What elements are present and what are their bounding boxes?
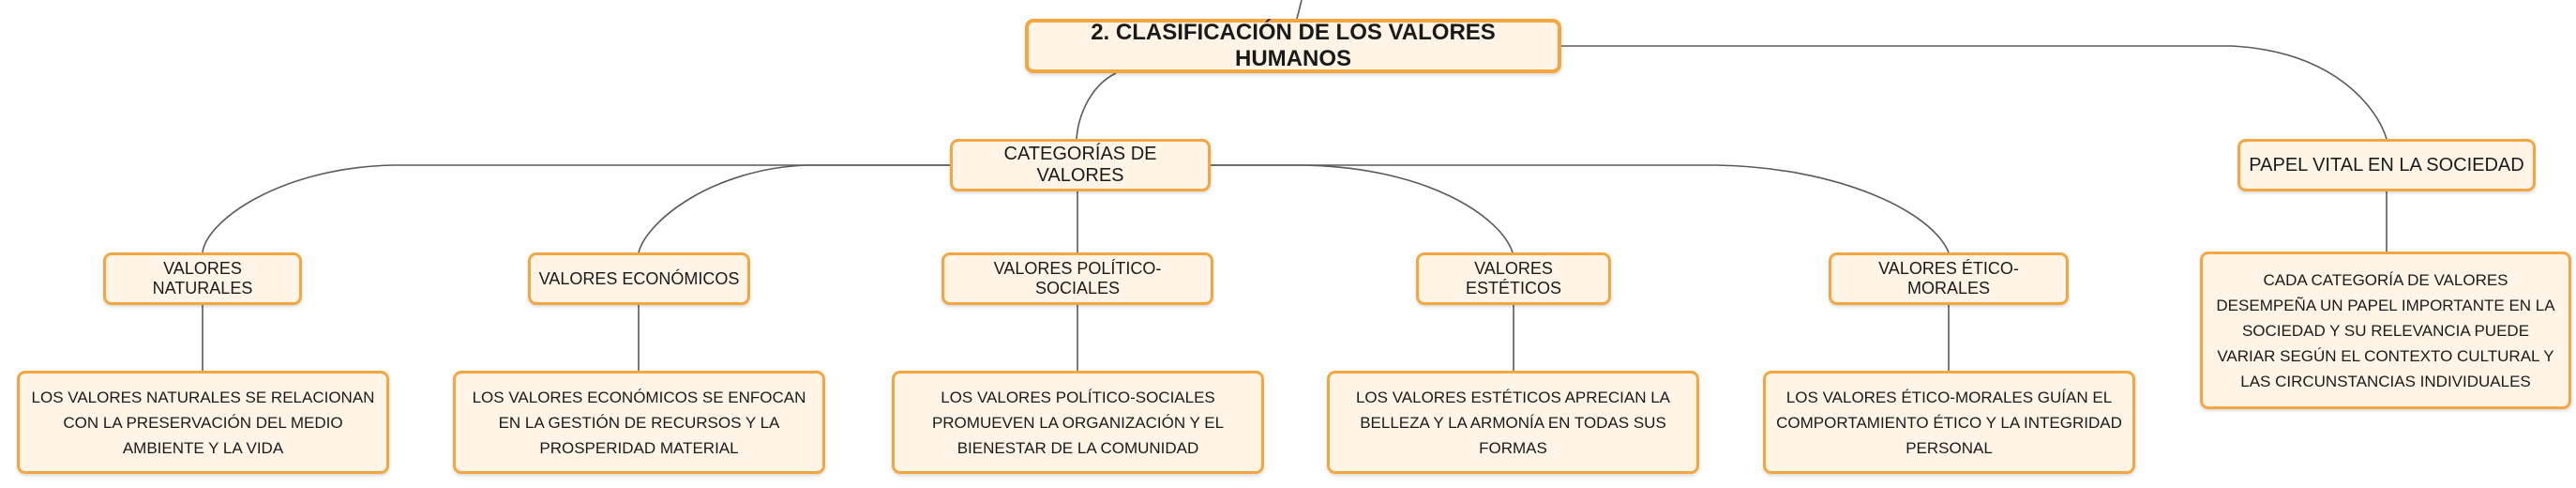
connector-root-papel [1561,45,2388,140]
node-valores-politico-sociales-desc[interactable]: LOS VALORES POLÍTICO-SOCIALES PROMUEVEN … [892,371,1264,474]
node-label: VALORES ÉTICO-MORALES [1878,259,2019,297]
node-valores-naturales[interactable]: VALORES NATURALES [103,252,302,305]
node-papel-vital[interactable]: PAPEL VITAL EN LA SOCIEDAD [2237,139,2536,191]
root-node[interactable]: 2. CLASIFICACIÓN DE LOS VALORES HUMANOS [1025,19,1561,73]
connector-categorias-esteticos [1211,164,1514,253]
node-label: VALORES NATURALES [152,259,253,297]
node-papel-vital-desc[interactable]: CADA CATEGORÍA DE VALORES DESEMPEÑA UN P… [2200,252,2571,409]
node-label: CATEGORÍAS DE VALORES [1003,144,1157,186]
node-valores-esteticos-desc[interactable]: LOS VALORES ESTÉTICOS APRECIAN LA BELLEZ… [1327,371,1699,474]
node-text: LOS VALORES ÉTICO-MORALES GUÍAN EL COMPO… [1776,388,2122,457]
connector-categorias-eticos [1211,164,1950,253]
node-valores-etico-morales[interactable]: VALORES ÉTICO-MORALES [1829,252,2069,305]
node-text: LOS VALORES POLÍTICO-SOCIALES PROMUEVEN … [931,388,1225,457]
node-valores-politico-sociales[interactable]: VALORES POLÍTICO-SOCIALES [942,252,1213,305]
node-label: PAPEL VITAL EN LA SOCIEDAD [2249,154,2524,175]
connector-root-categorias [1076,72,1117,140]
node-valores-etico-morales-desc[interactable]: LOS VALORES ÉTICO-MORALES GUÍAN EL COMPO… [1763,371,2135,474]
root-label: 2. CLASIFICACIÓN DE LOS VALORES HUMANOS [1091,20,1496,71]
node-label: VALORES POLÍTICO-SOCIALES [993,259,1162,297]
connector-categorias-economicos [638,164,950,253]
node-valores-naturales-desc[interactable]: LOS VALORES NATURALES SE RELACIONAN CON … [17,371,389,474]
node-text: LOS VALORES ESTÉTICOS APRECIAN LA BELLEZ… [1355,388,1671,457]
node-valores-economicos[interactable]: VALORES ECONÓMICOS [528,252,750,305]
node-valores-economicos-desc[interactable]: LOS VALORES ECONÓMICOS SE ENFOCAN EN LA … [453,371,825,474]
node-label: VALORES ESTÉTICOS [1465,259,1561,297]
node-text: LOS VALORES NATURALES SE RELACIONAN CON … [31,388,375,457]
node-text: LOS VALORES ECONÓMICOS SE ENFOCAN EN LA … [472,388,806,457]
connector-root-parent [1296,0,1303,20]
connector-categorias-naturales [202,164,950,253]
node-categorias-de-valores[interactable]: CATEGORÍAS DE VALORES [950,139,1211,191]
node-label: VALORES ECONÓMICOS [538,268,740,288]
node-text: CADA CATEGORÍA DE VALORES DESEMPEÑA UN P… [2216,270,2555,390]
node-valores-esteticos[interactable]: VALORES ESTÉTICOS [1416,252,1611,305]
